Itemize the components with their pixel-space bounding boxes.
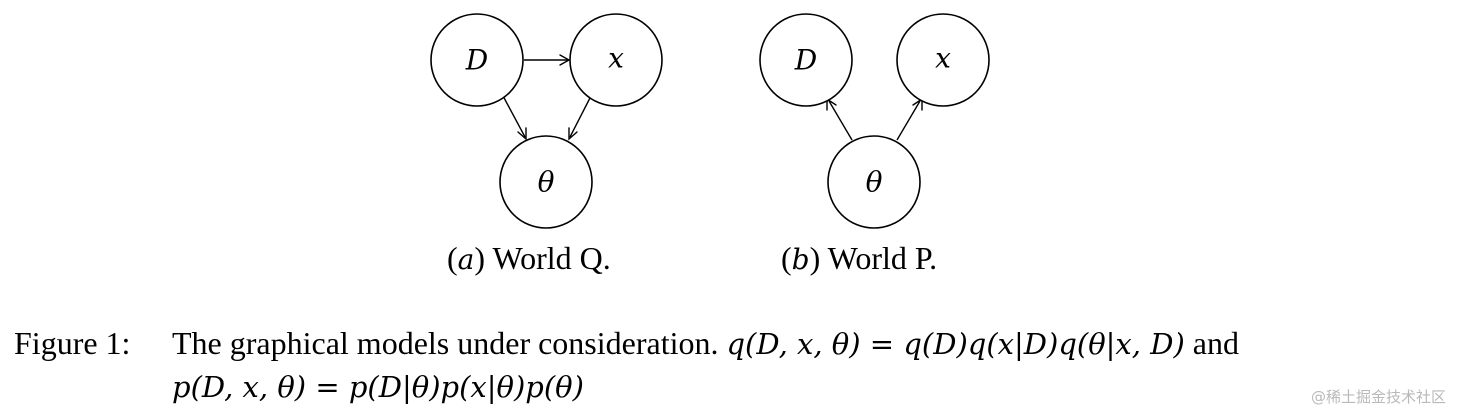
arrowhead-a-D-to-theta [517, 127, 527, 141]
node-b-D [759, 13, 853, 107]
figure-caption: Figure 1: The graphical models under cons… [14, 322, 1434, 408]
node-a-x [569, 13, 663, 107]
subcaption-a-tag: a [457, 243, 475, 276]
caption-text: The graphical models under consideration… [172, 325, 719, 361]
node-a-theta-label: θ [538, 166, 555, 199]
panel-a-world-q: D x θ [430, 13, 663, 229]
node-b-x [896, 13, 990, 107]
node-b-D-label: D [794, 44, 817, 77]
arrowhead-a-x-to-theta [568, 127, 578, 141]
caption-line-2: p(D, x, θ) = p(D|θ)p(x|θ)p(θ) [14, 365, 1434, 408]
node-b-x-label: x [935, 42, 951, 75]
caption-connector: and [1192, 325, 1239, 361]
edge-b-theta-to-x [896, 100, 921, 141]
edge-a-x-to-theta [569, 93, 593, 138]
arrowhead-a-D-to-x [559, 54, 571, 66]
equation-p: p(D, x, θ) = p(D|θ)p(x|θ)p(θ) [172, 370, 584, 404]
node-b-theta-label: θ [866, 166, 883, 199]
equation-q: q(D, x, θ) = q(D)q(x|D)q(θ|x, D) [726, 327, 1185, 361]
node-a-x-label: x [608, 42, 624, 75]
edge-a-D-to-theta [501, 93, 526, 138]
node-a-theta [499, 135, 593, 229]
subcaption-a-text: World Q. [492, 240, 611, 276]
edge-b-theta-to-D [828, 100, 853, 141]
subcaption-b-text: World P. [827, 240, 938, 276]
figure-label: Figure 1: [14, 325, 131, 361]
node-b-theta [827, 135, 921, 229]
node-a-D [430, 13, 524, 107]
caption-line-1: Figure 1: The graphical models under cons… [14, 322, 1434, 365]
panel-b-world-p: D x θ [759, 13, 990, 229]
subcaption-b-tag: b [791, 243, 810, 276]
watermark: @稀土掘金技术社区 [1310, 388, 1446, 406]
subcaption-a: (a) World Q. [447, 240, 611, 276]
node-a-D-label: D [465, 44, 488, 77]
subcaption-b: (b) World P. [781, 240, 938, 276]
